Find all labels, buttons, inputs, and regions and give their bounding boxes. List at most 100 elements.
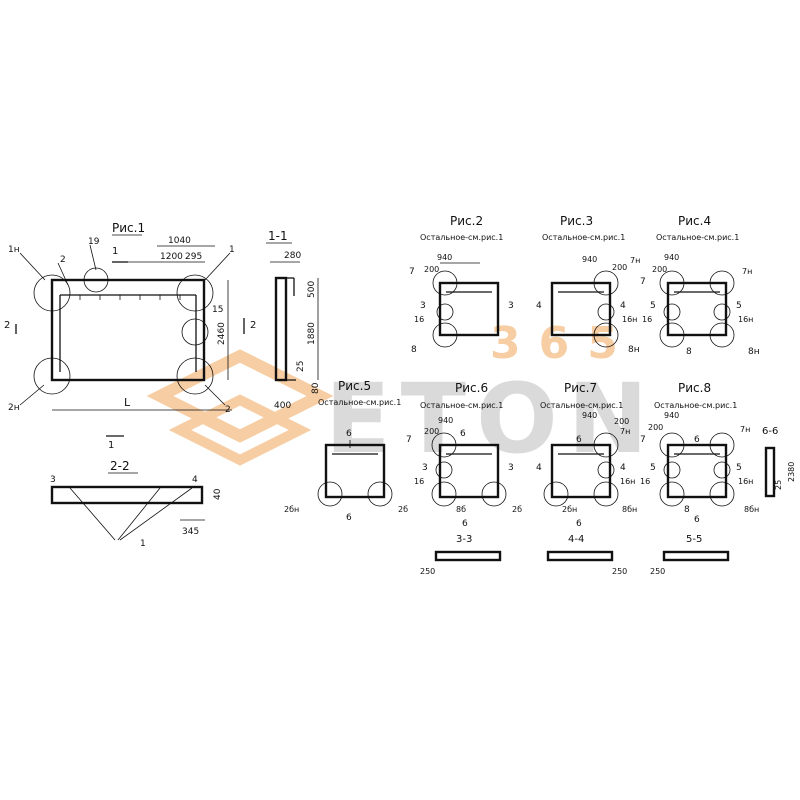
- figure-6-callout-8b: 8б: [456, 505, 466, 514]
- fig1-dim-L: L: [124, 396, 131, 409]
- figure-6-callout-6-bottom: 6: [462, 519, 468, 529]
- section-1-1-profile: [274, 276, 288, 382]
- watermark-number: 365: [490, 318, 636, 369]
- figure-8-callout-16n: 16н: [738, 477, 753, 486]
- section-1-1-dim-400: 400: [274, 401, 291, 411]
- fig1-callout-19: 19: [88, 237, 100, 247]
- fig1-callout-2-bottom: 2: [225, 405, 231, 415]
- figure-6-title: Рис.6: [455, 381, 488, 395]
- figure-2: Рис.2 Остальное-см.рис.1 940 200 7 3 3 1…: [409, 214, 514, 355]
- figure-2-dim-200: 200: [424, 265, 439, 274]
- fig1-callout-15: 15: [212, 305, 223, 315]
- section-2-2-profile: [50, 485, 204, 505]
- figure-8-callout-8: 8: [684, 505, 690, 515]
- section-2-2: 2-2 3 4 1 40 345: [50, 459, 223, 549]
- figure-4-callout-5-right: 5: [736, 301, 742, 311]
- figure-5-title: Рис.5: [338, 379, 371, 393]
- figure-1-title: Рис.1: [112, 221, 145, 235]
- figure-5-note: Остальное-см.рис.1: [318, 398, 401, 407]
- figure-3-callout-7n: 7н: [630, 256, 640, 265]
- figure-3-title: Рис.3: [560, 214, 593, 228]
- section-1-1: 1-1 280 500 1880 25 80 400: [266, 229, 321, 411]
- figure-5-callout-6-bottom: 6: [346, 513, 352, 523]
- section-2-2-callout-3: 3: [50, 475, 56, 485]
- figure-3-dim-200: 200: [612, 263, 627, 272]
- figure-8-dim-200: 200: [648, 423, 663, 432]
- figure-8-dim-940: 940: [664, 411, 679, 420]
- section-3-3: 3-3 250: [420, 534, 502, 576]
- watermark: 365 ETON: [146, 318, 658, 475]
- figure-5: Рис.5 Остальное-см.рис.1 6 6 2бн 2б: [284, 379, 408, 523]
- section-2-2-title: 2-2: [110, 459, 130, 473]
- figure-2-callout-16: 16: [414, 315, 424, 324]
- figure-8-callout-7: 7: [640, 435, 646, 445]
- fig1-callout-1n: 1н: [8, 245, 20, 255]
- figure-7-callout-6-bottom: 6: [576, 519, 582, 529]
- section-6-6: 6-6 25 2380: [762, 426, 796, 498]
- fig1-cut-1-top: 1: [112, 246, 118, 257]
- figure-4-title: Рис.4: [678, 214, 711, 228]
- section-1-1-dim-80: 80: [311, 382, 321, 394]
- figure-3: Рис.3 Остальное-см.рис.1 940 200 7н 4 4 …: [536, 214, 640, 355]
- section-5-5-title: 5-5: [686, 534, 702, 545]
- figure-7-callout-16n: 16н: [620, 477, 635, 486]
- section-2-2-callout-4: 4: [192, 475, 198, 485]
- figure-7-dim-200: 200: [614, 417, 629, 426]
- section-4-4-dim-250: 250: [612, 567, 627, 576]
- figure-6-callout-16: 16: [414, 477, 424, 486]
- fig1-callout-2n: 2н: [8, 403, 20, 413]
- figure-4-callout-5-left: 5: [650, 301, 656, 311]
- section-1-1-dim-1880: 1880: [307, 322, 317, 345]
- figure-7-callout-4-left: 4: [536, 463, 542, 473]
- figure-5-callout-6-top: 6: [346, 429, 352, 439]
- figure-8-callout-16: 16: [640, 477, 650, 486]
- figure-4-callout-7: 7: [640, 277, 646, 287]
- fig1-frame: [50, 278, 206, 382]
- figure-8-callout-6-top: 6: [694, 435, 700, 445]
- figure-4-dim-200: 200: [652, 265, 667, 274]
- figure-4-note: Остальное-см.рис.1: [656, 233, 739, 242]
- figure-7-callout-8bn: 8бн: [622, 505, 637, 514]
- figure-8-callout-5-right: 5: [736, 463, 742, 473]
- figure-8-callout-7n: 7н: [740, 425, 750, 434]
- figure-1: Рис.1 1040 1200 295 2460 L: [4, 221, 256, 451]
- figure-4-callout-8: 8: [686, 347, 692, 357]
- section-6-6-dim-25: 25: [774, 480, 783, 490]
- figure-8-callout-6-bottom: 6: [694, 515, 700, 525]
- fig1-dim-1200: 1200: [160, 252, 183, 262]
- figure-4-callout-16: 16: [642, 315, 652, 324]
- section-2-2-callout-1: 1: [140, 539, 146, 549]
- figure-2-note: Остальное-см.рис.1: [420, 233, 503, 242]
- watermark-brand: ETON: [325, 363, 658, 475]
- section-6-6-title: 6-6: [762, 426, 778, 437]
- section-1-1-dim-25: 25: [296, 361, 306, 372]
- section-5-5: 5-5 250: [650, 534, 730, 576]
- figure-4: Рис.4 Остальное-см.рис.1 940 200 7 7н 5 …: [640, 214, 760, 357]
- figure-7-callout-4-right: 4: [620, 463, 626, 473]
- section-3-3-title: 3-3: [456, 534, 472, 545]
- figure-6-callout-3-right: 3: [508, 463, 514, 473]
- figure-6-callout-3-left: 3: [422, 463, 428, 473]
- fig1-callout-2-top: 2: [60, 255, 66, 265]
- figure-8-callout-5-left: 5: [650, 463, 656, 473]
- section-2-2-dim-40: 40: [213, 488, 223, 500]
- figure-2-callout-8: 8: [411, 345, 417, 355]
- fig1-dim-1040: 1040: [168, 236, 191, 246]
- figure-7-dim-940: 940: [582, 411, 597, 420]
- figure-3-callout-4-right: 4: [620, 301, 626, 311]
- figure-7-title: Рис.7: [564, 381, 597, 395]
- figure-6: Рис.6 Остальное-см.рис.1 940 200 7 6 6 3…: [406, 381, 522, 529]
- figure-4-callout-8n: 8н: [748, 347, 760, 357]
- figure-4-dim-940: 940: [664, 253, 679, 262]
- figure-5-callout-2b: 2б: [398, 505, 408, 514]
- figure-8-callout-8bn: 8бн: [744, 505, 759, 514]
- section-3-3-dim-250: 250: [420, 567, 435, 576]
- fig1-dim-295: 295: [185, 252, 202, 262]
- figure-4-callout-7n: 7н: [742, 267, 752, 276]
- figure-3-note: Остальное-см.рис.1: [542, 233, 625, 242]
- fig1-cut-1-bottom: 1: [108, 440, 114, 451]
- figure-5-callout-2bn: 2бн: [284, 505, 299, 514]
- figure-8-title: Рис.8: [678, 381, 711, 395]
- figure-6-dim-200: 200: [424, 427, 439, 436]
